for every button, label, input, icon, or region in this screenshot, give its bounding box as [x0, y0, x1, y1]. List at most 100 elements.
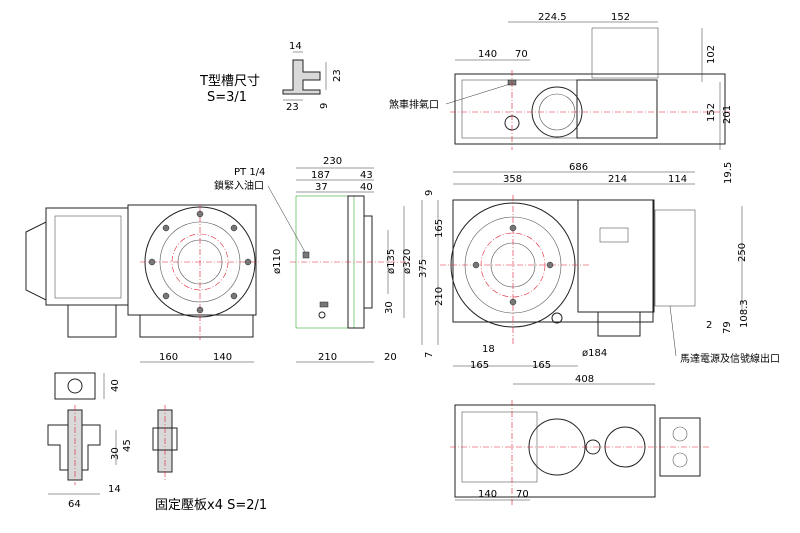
tslot-detail: T型槽尺寸 S=3/1 14 23 23 9 — [199, 41, 343, 113]
dim-152-top: 152 — [611, 12, 630, 23]
dim-front-375: 375 — [418, 259, 429, 278]
front-base — [597, 311, 641, 337]
clamp-top-hole — [67, 378, 83, 394]
dim-front-9: 9 — [424, 190, 435, 196]
dim-left-160: 160 — [159, 352, 178, 363]
dim-front-108-3: 108.3 — [739, 299, 750, 328]
left-bolt-hole — [162, 292, 170, 300]
left-motor-cap — [25, 221, 47, 301]
bottom-connector-1 — [672, 426, 688, 442]
dim-clamp-30: 30 — [110, 447, 121, 460]
dim-front-686: 686 — [569, 162, 588, 173]
side-port-bottom — [319, 301, 329, 308]
dim-side-43: 43 — [360, 170, 373, 181]
motor-leader — [669, 305, 677, 357]
front-nameplate — [599, 227, 629, 243]
dim-side-320: ø320 — [402, 249, 413, 274]
left-bolt-hole — [230, 224, 238, 232]
front-bolt-hole — [546, 261, 554, 269]
left-base-left — [67, 304, 117, 338]
dim-front-165: 165 — [434, 219, 445, 238]
dim-bottom-70: 70 — [516, 489, 529, 500]
front-housing — [577, 199, 655, 313]
dim-152-side: 152 — [706, 103, 717, 122]
left-view: 160 140 — [25, 204, 260, 363]
dim-side-210: 210 — [318, 352, 337, 363]
top-view: 224.5 152 140 70 102 152 201 19.5 煞車排氣口 — [389, 12, 734, 184]
dim-front-408: 408 — [575, 374, 594, 385]
left-base — [139, 314, 254, 338]
clamp-caption: 固定壓板x4 S=2/1 — [155, 498, 267, 513]
front-bolt-hole — [472, 261, 480, 269]
left-bolt-hole — [162, 224, 170, 232]
front-view: 686 358 214 114 9 165 375 210 7 250 2 79… — [418, 162, 780, 385]
dim-front-114: 114 — [668, 174, 687, 185]
brake-exhaust-label: 煞車排氣口 — [389, 98, 439, 111]
dim-side-30: 30 — [384, 301, 395, 314]
dim-bottom-140: 140 — [478, 489, 497, 500]
clamp-side-view — [47, 424, 101, 471]
dim-tslot-9: 9 — [319, 103, 330, 109]
bottom-body — [454, 404, 656, 498]
dim-front-165-a: 165 — [470, 360, 489, 371]
dim-side-20: 20 — [384, 352, 397, 363]
left-motor-inner — [54, 215, 122, 299]
left-motor-housing — [45, 207, 129, 306]
dim-front-358: 358 — [503, 174, 522, 185]
front-port — [551, 312, 563, 324]
dim-front-7: 7 — [424, 352, 435, 358]
dim-front-2: 2 — [706, 320, 712, 331]
front-body — [452, 199, 654, 323]
side-view: 230 187 43 37 40 ø110 ø135 ø320 30 210 2… — [214, 156, 413, 363]
left-bolt-hole — [148, 258, 156, 266]
dim-side-230: 230 — [323, 156, 342, 167]
front-bolt-hole — [509, 224, 517, 232]
dim-70: 70 — [515, 49, 528, 60]
dim-front-210: 210 — [434, 287, 445, 306]
dim-side-110: ø110 — [272, 249, 283, 274]
dim-224-5: 224.5 — [538, 12, 567, 23]
dim-tslot-23-h: 23 — [332, 69, 343, 82]
dim-102: 102 — [706, 45, 717, 64]
motor-cable-label: 馬達電源及信號線出口 — [680, 352, 780, 365]
dim-side-135: ø135 — [386, 249, 397, 274]
tslot-scale: S=3/1 — [207, 90, 247, 105]
top-housing-right — [576, 79, 658, 139]
tslot-title: T型槽尺寸 — [199, 74, 260, 89]
dim-side-187: 187 — [311, 170, 330, 181]
dim-clamp-64: 64 — [68, 499, 81, 510]
left-bolt-hole — [196, 210, 204, 218]
clamp-detail: 40 30 45 64 14 固定壓板x4 S=2/1 — [47, 372, 267, 513]
dim-clamp-45: 45 — [122, 439, 133, 452]
dim-tslot-23-w: 23 — [286, 102, 299, 113]
dim-140: 140 — [478, 49, 497, 60]
left-bolt-hole — [196, 306, 204, 314]
dim-left-140: 140 — [213, 352, 232, 363]
dim-front-250: 250 — [737, 243, 748, 262]
pt-label: PT 1/4 — [234, 167, 265, 178]
front-motor — [654, 209, 696, 307]
side-port-small — [318, 311, 326, 319]
dim-front-18: 18 — [482, 344, 495, 355]
dim-clamp-40: 40 — [110, 379, 121, 392]
front-bolt-hole — [509, 298, 517, 306]
oil-leader — [267, 185, 306, 253]
dim-front-214: 214 — [608, 174, 627, 185]
left-bolt-hole — [244, 258, 252, 266]
dim-front-79: 79 — [722, 321, 733, 334]
top-body — [454, 73, 726, 145]
top-motor-box — [591, 27, 659, 79]
clamp-top-view — [54, 372, 96, 400]
dim-side-37: 37 — [315, 182, 328, 193]
dim-side-40: 40 — [360, 182, 373, 193]
brake-leader — [445, 83, 511, 105]
bottom-connector-2 — [672, 452, 688, 468]
left-bolt-hole — [230, 292, 238, 300]
dim-19-5: 19.5 — [723, 162, 734, 184]
dim-front-165-b: 165 — [532, 360, 551, 371]
bottom-view: 140 70 — [450, 400, 710, 505]
tslot-profile — [282, 59, 321, 95]
dim-201: 201 — [722, 105, 733, 124]
dim-tslot-14: 14 — [289, 41, 302, 52]
